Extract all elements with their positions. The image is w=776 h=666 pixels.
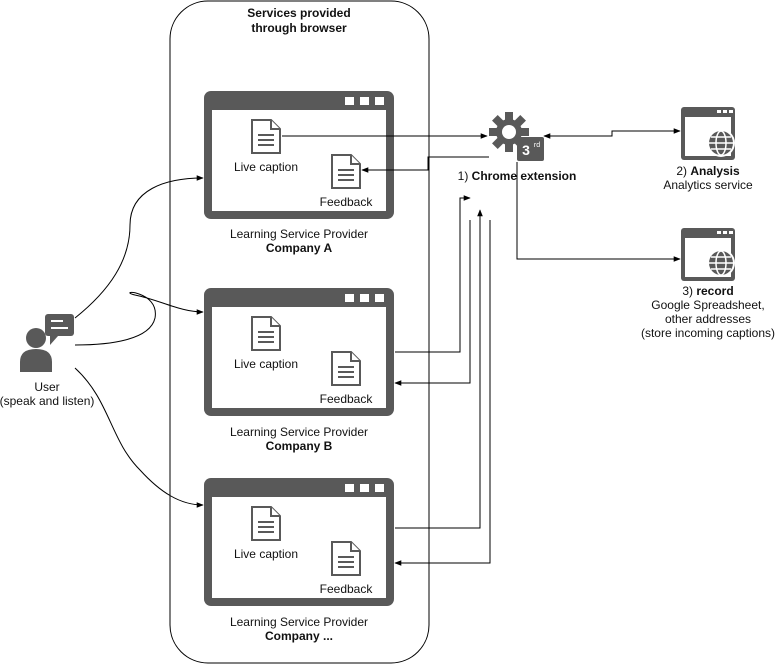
user-sublabel: (speak and listen) [0,394,94,408]
document-icon [251,506,281,541]
user-icon [20,328,52,372]
record-line2: Google Spreadsheet, [651,298,764,312]
document-icon [331,541,361,576]
document-icon [251,316,281,351]
company-label: Company ... [265,629,333,643]
edge-user-to-company-b [74,291,204,346]
extension-label: 1) Chrome extension [458,169,577,183]
live-caption-label: Live caption [234,357,298,371]
document-icon [251,119,281,154]
feedback-label: Feedback [320,582,374,596]
feedback-label: Feedback [320,392,374,406]
edge-extension-analysis [543,128,681,139]
edge-user-to-company-a [74,175,204,319]
company-label: Company B [266,439,333,453]
edge-extension-to-feedback-c [394,220,491,566]
provider-label: Learning Service Provider [230,227,368,241]
analysis-label: 2) Analysis [676,164,740,178]
document-icon [331,351,361,386]
badge-number: 3 [522,142,530,158]
globe-icon [707,249,735,277]
edge-window-c-to-extension [395,209,483,529]
record-label: 3) record [682,284,733,298]
company-label: Company A [266,241,333,255]
chat-bubble-icon [45,314,74,345]
edge-extension-to-feedback-a [361,156,489,173]
record-line4: (store incoming captions) [641,326,775,340]
container-title-line1: Services provided [247,6,350,20]
user-label: User [34,380,59,394]
globe-icon [707,129,735,157]
badge-superscript: rd [534,142,540,149]
live-caption-label: Live caption [234,547,298,561]
record-line3: other addresses [665,312,751,326]
analysis-sublabel: Analytics service [663,178,753,192]
edge-extension-to-record [516,162,681,262]
third-party-badge: 3 rd [517,137,544,161]
edge-user-to-company-other [74,367,204,508]
feedback-label: Feedback [320,195,374,209]
edge-window-b-to-extension [395,195,471,353]
provider-label: Learning Service Provider [230,615,368,629]
live-caption-label: Live caption [234,160,298,174]
provider-label: Learning Service Provider [230,425,368,439]
edge-extension-to-feedback-b [394,220,471,386]
container-title-line2: through browser [251,21,347,35]
document-icon [331,154,361,189]
